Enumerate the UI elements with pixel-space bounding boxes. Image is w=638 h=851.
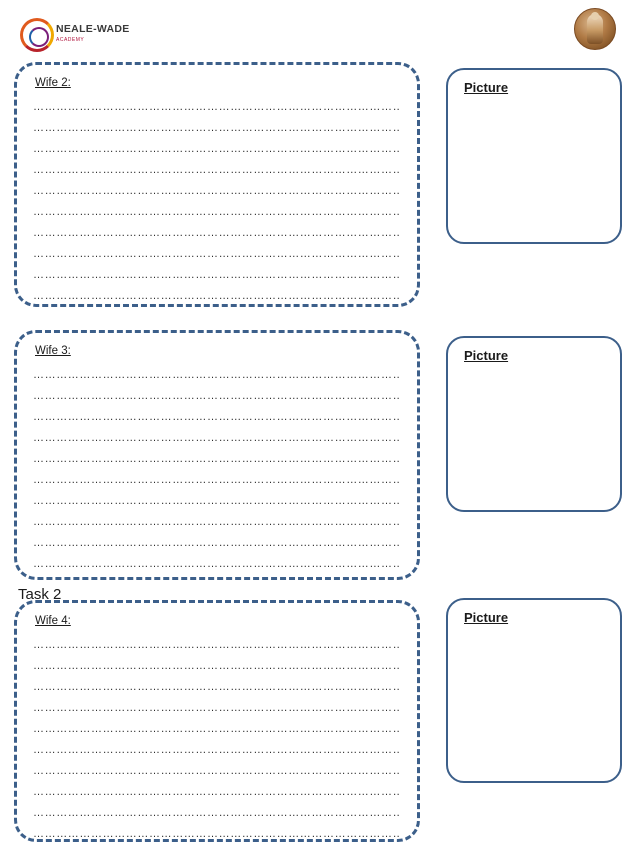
dotted-line: ………………………………………………………………………………………… — [33, 122, 401, 134]
answer-label-wife4: Wife 4: — [35, 615, 71, 627]
dotted-line: ………………………………………………………………………………………… — [33, 681, 401, 693]
task-2-heading: Task 2 — [18, 586, 62, 603]
dotted-line: ………………………………………………………………………………………… — [33, 537, 401, 549]
answer-lines-wife4: ………………………………………………………………………………………… ……………… — [33, 635, 401, 845]
dotted-line: ………………………………………………………………………………………… — [33, 474, 401, 486]
answer-label-wife2: Wife 2: — [35, 77, 71, 89]
picture-box-1[interactable]: Picture — [446, 68, 622, 244]
picture-box-3[interactable]: Picture — [446, 598, 622, 783]
dotted-line: ………………………………………………………………………………………… — [33, 828, 401, 840]
dotted-line: ………………………………………………………………………………………… — [33, 702, 401, 714]
answer-label-wife3: Wife 3: — [35, 345, 71, 357]
dotted-line: ………………………………………………………………………………………… — [33, 206, 401, 218]
dotted-line: ………………………………………………………………………………………… — [33, 558, 401, 570]
dotted-line: ………………………………………………………………………………………… — [33, 164, 401, 176]
picture-box-2[interactable]: Picture — [446, 336, 622, 512]
answer-box-wife2[interactable]: Wife 2: ……………………………………………………………………………………… — [14, 62, 420, 307]
answer-lines-wife2: ………………………………………………………………………………………… ……………… — [33, 97, 401, 307]
dotted-line: ………………………………………………………………………………………… — [33, 411, 401, 423]
dotted-line: ………………………………………………………………………………………… — [33, 723, 401, 735]
dotted-line: ………………………………………………………………………………………… — [33, 290, 401, 302]
spiral-logo-icon — [20, 18, 54, 52]
dotted-line: ………………………………………………………………………………………… — [33, 369, 401, 381]
dotted-line: ………………………………………………………………………………………… — [33, 744, 401, 756]
answer-box-wife3[interactable]: Wife 3: ……………………………………………………………………………………… — [14, 330, 420, 580]
dotted-line: ………………………………………………………………………………………… — [33, 101, 401, 113]
dotted-line: ………………………………………………………………………………………… — [33, 269, 401, 281]
logo-subtitle-text: ACADEMY — [56, 37, 85, 43]
dotted-line: ………………………………………………………………………………………… — [33, 807, 401, 819]
dotted-line: ………………………………………………………………………………………… — [33, 516, 401, 528]
picture-label-2: Picture — [464, 348, 509, 363]
picture-label-3: Picture — [464, 610, 509, 625]
dotted-line: ………………………………………………………………………………………… — [33, 453, 401, 465]
school-logo: NEALE-WADE ACADEMY — [18, 14, 134, 58]
dotted-line: ………………………………………………………………………………………… — [33, 639, 401, 651]
dotted-line: ………………………………………………………………………………………… — [33, 495, 401, 507]
answer-box-wife4[interactable]: Wife 4: ……………………………………………………………………………………… — [14, 600, 420, 842]
crest-figure-shape — [587, 12, 603, 44]
dotted-line: ………………………………………………………………………………………… — [33, 786, 401, 798]
dotted-line: ………………………………………………………………………………………… — [33, 143, 401, 155]
dotted-line: ………………………………………………………………………………………… — [33, 432, 401, 444]
dotted-line: ………………………………………………………………………………………… — [33, 660, 401, 672]
picture-label-1: Picture — [464, 80, 509, 95]
school-crest-icon — [574, 8, 618, 54]
answer-lines-wife3: ………………………………………………………………………………………… ……………… — [33, 365, 401, 575]
dotted-line: ………………………………………………………………………………………… — [33, 185, 401, 197]
logo-name-text: NEALE-WADE — [56, 23, 130, 35]
dotted-line: ………………………………………………………………………………………… — [33, 227, 401, 239]
dotted-line: ………………………………………………………………………………………… — [33, 390, 401, 402]
dotted-line: ………………………………………………………………………………………… — [33, 248, 401, 260]
dotted-line: ………………………………………………………………………………………… — [33, 765, 401, 777]
